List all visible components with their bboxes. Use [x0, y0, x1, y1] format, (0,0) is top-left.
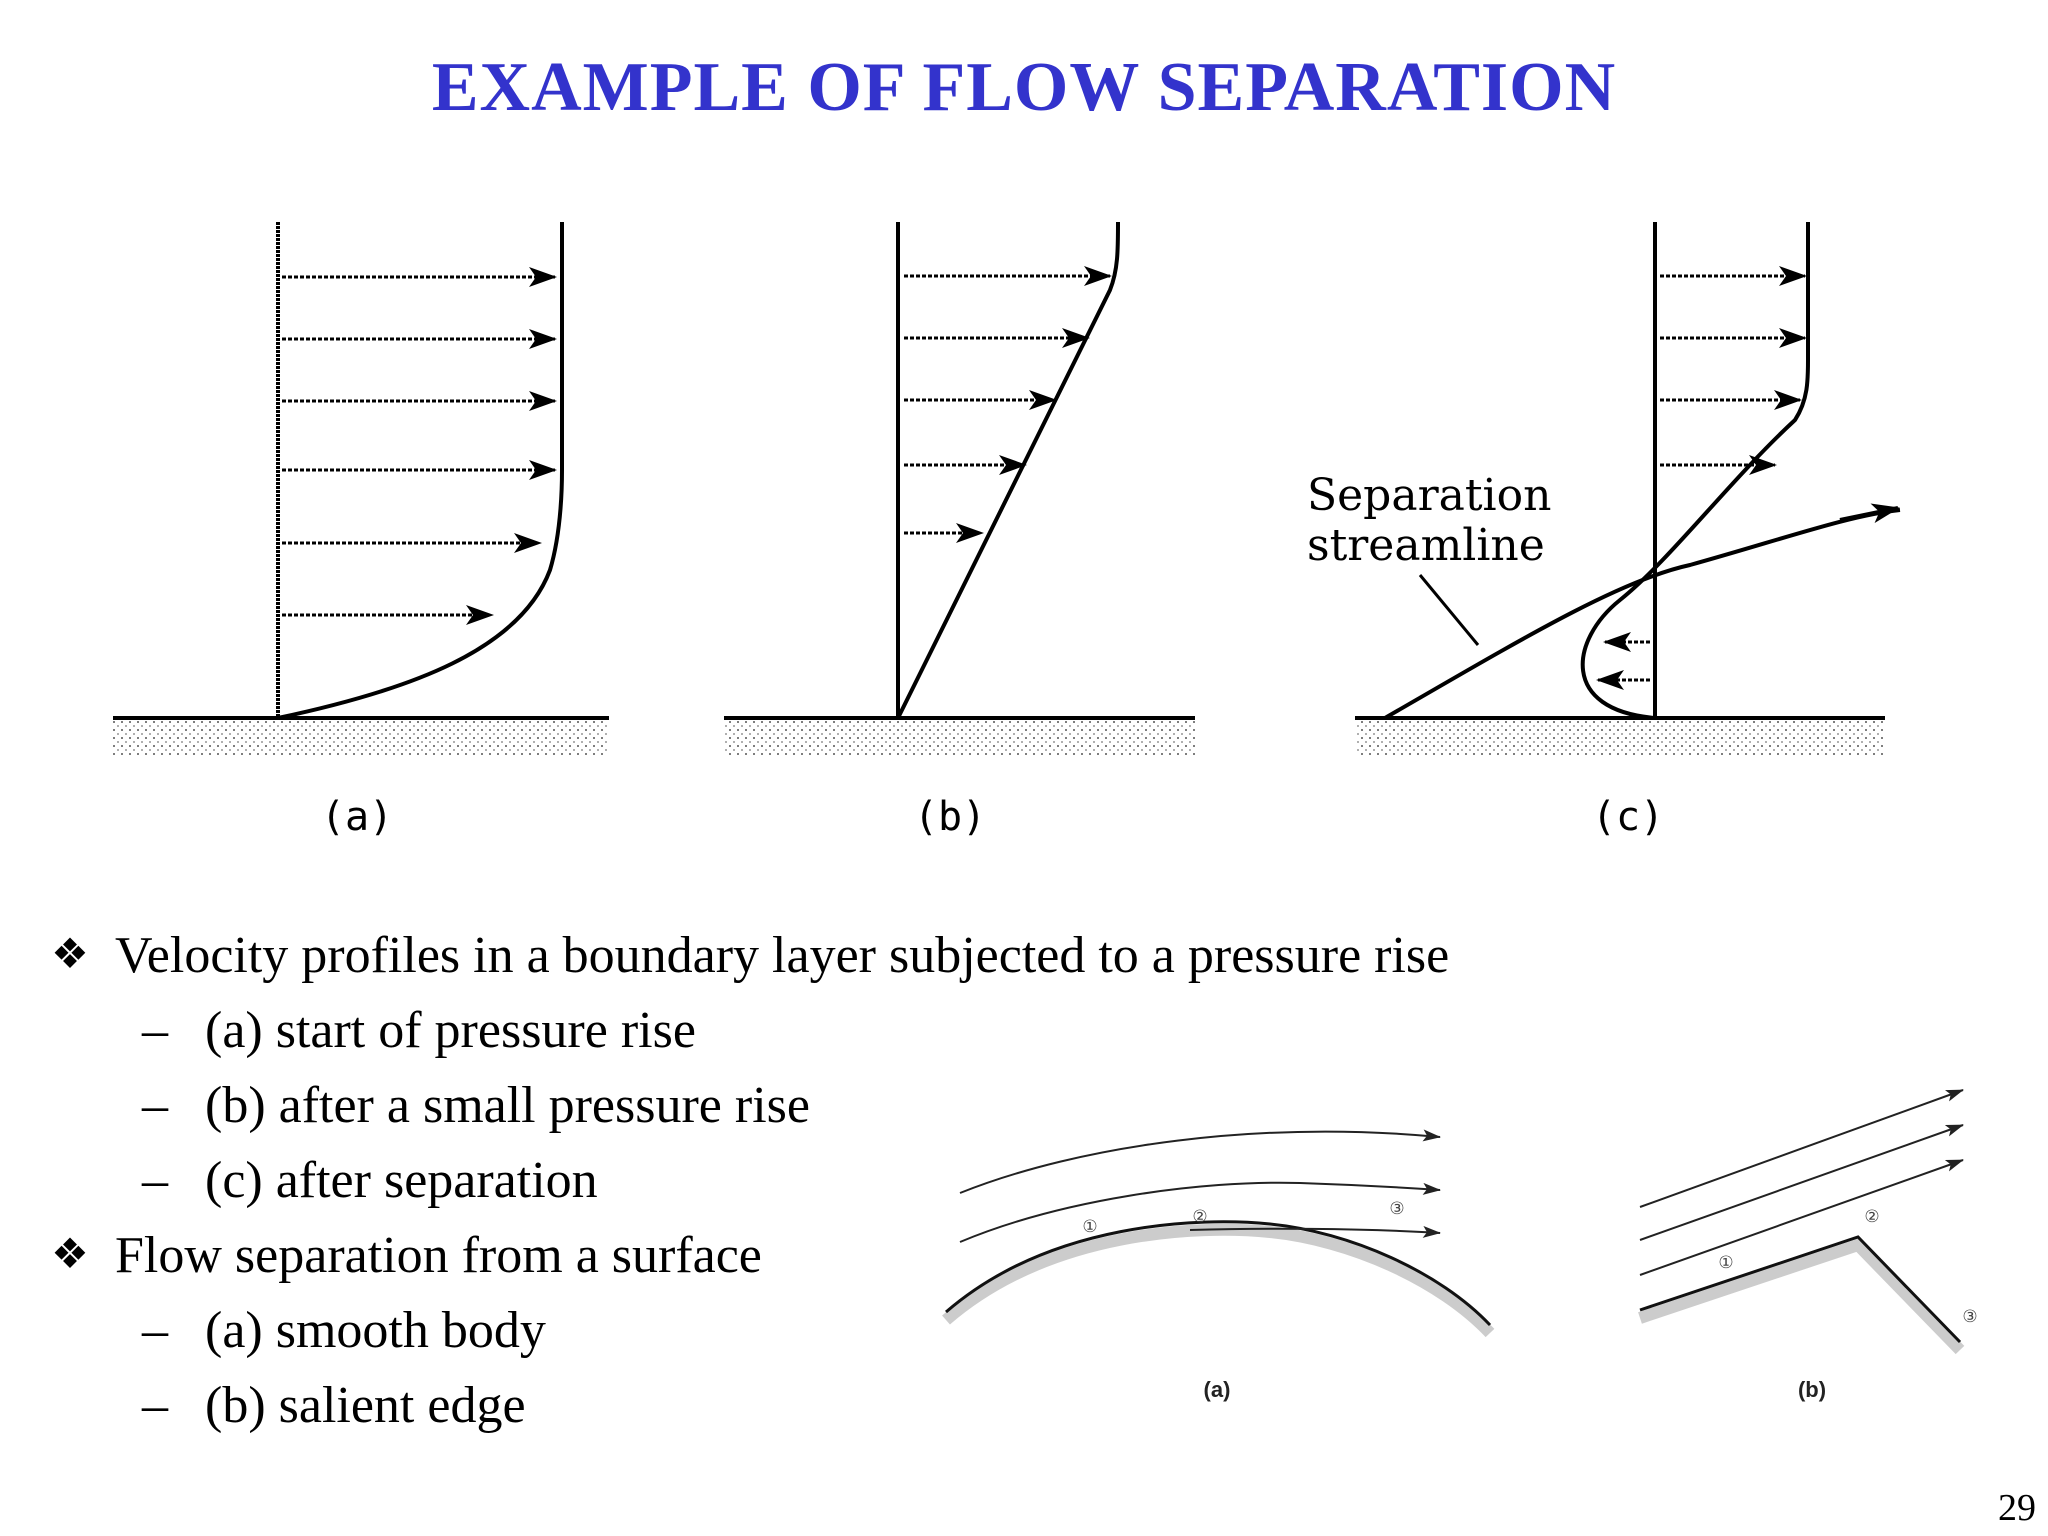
dash-bullet-icon: – — [142, 1377, 168, 1434]
bullet-text: (a) start of pressure rise — [205, 1002, 696, 1059]
bullet-flow-separation-surface: ❖ Flow separation from a surface — [40, 1218, 1449, 1293]
bullet-text: Flow separation from a surface — [115, 1227, 762, 1284]
salient-edge-surface — [1639, 1235, 1962, 1344]
velocity-profile-b — [896, 221, 1120, 719]
diamond-bullet-icon: ❖ — [51, 932, 89, 978]
wall-a — [113, 718, 609, 756]
profile-a: (a) — [113, 222, 609, 840]
profile-b: (b) — [724, 221, 1195, 840]
sub-bullet-small-pressure-rise: – (b) after a small pressure rise — [40, 1068, 1449, 1143]
salient-edge-figure: ① ② ③ (b) — [1638, 1089, 1978, 1402]
bullet-velocity-profiles: ❖ Velocity profiles in a boundary layer … — [40, 918, 1449, 993]
figure-label-c: (c) — [1592, 794, 1664, 840]
bullet-text: (a) smooth body — [205, 1302, 546, 1359]
station-marker-b-1: ① — [1718, 1253, 1733, 1272]
bullet-text: (b) salient edge — [205, 1377, 526, 1434]
station-marker-b-3: ③ — [1962, 1307, 1977, 1326]
dash-bullet-icon: – — [142, 1077, 168, 1134]
separation-streamline — [1383, 508, 1901, 720]
page-number: 29 — [1998, 1487, 2036, 1529]
station-marker-a-2: ② — [1192, 1207, 1207, 1226]
smooth-body-figure: ① ② ③ (a) — [942, 1129, 1495, 1402]
bullet-text: (b) after a small pressure rise — [205, 1077, 810, 1134]
profile-c: Separation streamline (c) — [1307, 222, 1901, 840]
dash-bullet-icon: – — [142, 1152, 168, 1209]
figure-label-a: (a) — [321, 794, 393, 840]
station-marker-a-3: ③ — [1389, 1199, 1404, 1218]
separation-label-line2: streamline — [1307, 520, 1545, 571]
station-marker-a-1: ① — [1082, 1217, 1097, 1236]
dash-bullet-icon: – — [142, 1002, 168, 1059]
sub-bullet-smooth-body: – (a) smooth body — [40, 1293, 1449, 1368]
figure-label-b: (b) — [914, 794, 986, 840]
sub-bullet-salient-edge: – (b) salient edge — [40, 1368, 1449, 1443]
smooth-body-surface — [945, 1220, 1492, 1327]
slide-title: EXAMPLE OF FLOW SEPARATION — [431, 49, 1617, 126]
separation-label-line1: Separation — [1307, 470, 1551, 521]
wall-c — [1355, 718, 1885, 756]
bottom-figure-label-b: (b) — [1798, 1377, 1826, 1402]
station-marker-b-2: ② — [1864, 1207, 1879, 1226]
bottom-figure-label-a: (a) — [1204, 1377, 1231, 1402]
velocity-profile-c — [1580, 222, 1810, 720]
sub-bullet-after-separation: – (c) after separation — [40, 1143, 1449, 1218]
bullet-text: Velocity profiles in a boundary layer su… — [115, 927, 1450, 984]
bullet-list: ❖ Velocity profiles in a boundary layer … — [40, 918, 1449, 1443]
wall-b — [724, 718, 1195, 756]
dash-bullet-icon: – — [142, 1302, 168, 1359]
sub-bullet-start-pressure-rise: – (a) start of pressure rise — [40, 993, 1449, 1068]
bullet-text: (c) after separation — [205, 1152, 598, 1209]
velocity-profile-a — [277, 222, 564, 720]
diamond-bullet-icon: ❖ — [51, 1232, 89, 1278]
